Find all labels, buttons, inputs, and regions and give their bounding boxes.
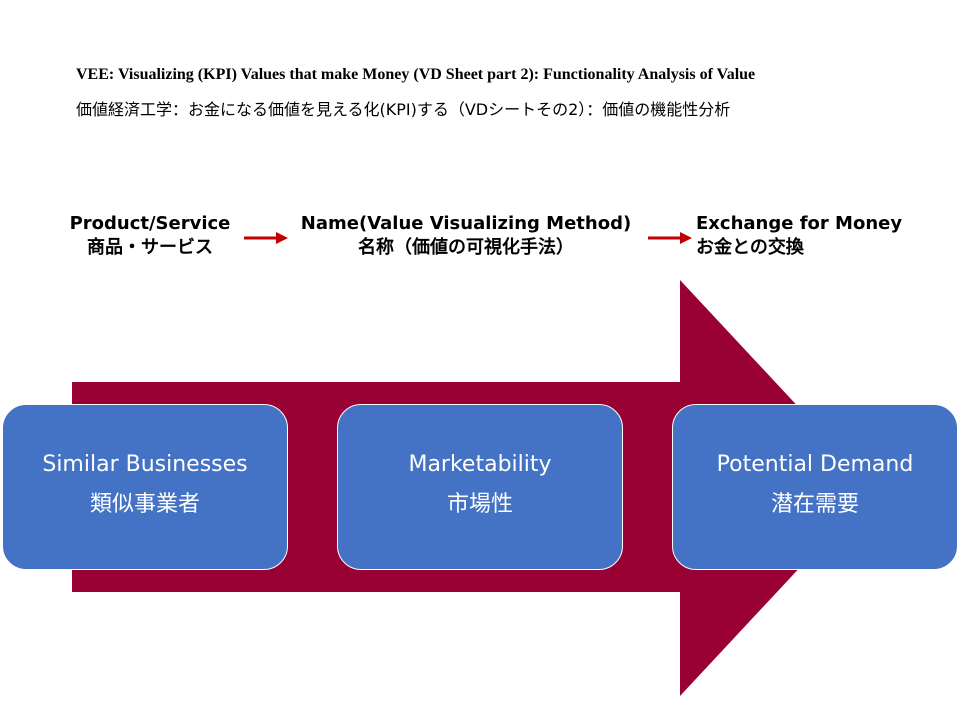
flow-exchange-label: Exchange for Money お金との交換 bbox=[696, 212, 902, 260]
similar-businesses-ja: 類似事業者 bbox=[89, 492, 200, 517]
flow-product-service-label: Product/Service 商品・サービス bbox=[64, 212, 236, 260]
title-japanese: 価値経済工学：お金になる価値を見える化(KPI)する（VDシートその2）：価値の… bbox=[76, 100, 731, 119]
flow-exchange-ja: お金との交換 bbox=[696, 237, 804, 258]
marketability-ja: 市場性 bbox=[446, 492, 513, 517]
potential-demand-en: Potential Demand bbox=[716, 452, 914, 477]
potential-demand-box: Potential Demand 潜在需要 bbox=[672, 404, 958, 570]
flow-arrow-2-icon bbox=[648, 232, 692, 244]
flow-arrow-1-icon bbox=[244, 232, 288, 244]
similar-businesses-box: Similar Businesses 類似事業者 bbox=[2, 404, 288, 570]
flow-name-label: Name(Value Visualizing Method) 名称（価値の可視化… bbox=[294, 212, 638, 260]
flow-name-ja: 名称（価値の可視化手法） bbox=[358, 237, 574, 258]
marketability-box: Marketability 市場性 bbox=[337, 404, 623, 570]
potential-demand-ja: 潜在需要 bbox=[770, 492, 859, 517]
marketability-en: Marketability bbox=[408, 452, 552, 477]
flow-exchange-en: Exchange for Money bbox=[696, 213, 903, 234]
flow-product-service-ja: 商品・サービス bbox=[87, 237, 213, 258]
title-english: VEE: Visualizing (KPI) Values that make … bbox=[76, 66, 756, 83]
similar-businesses-en: Similar Businesses bbox=[42, 452, 248, 477]
flow-product-service-en: Product/Service bbox=[69, 213, 231, 234]
flow-name-en: Name(Value Visualizing Method) bbox=[300, 213, 632, 234]
